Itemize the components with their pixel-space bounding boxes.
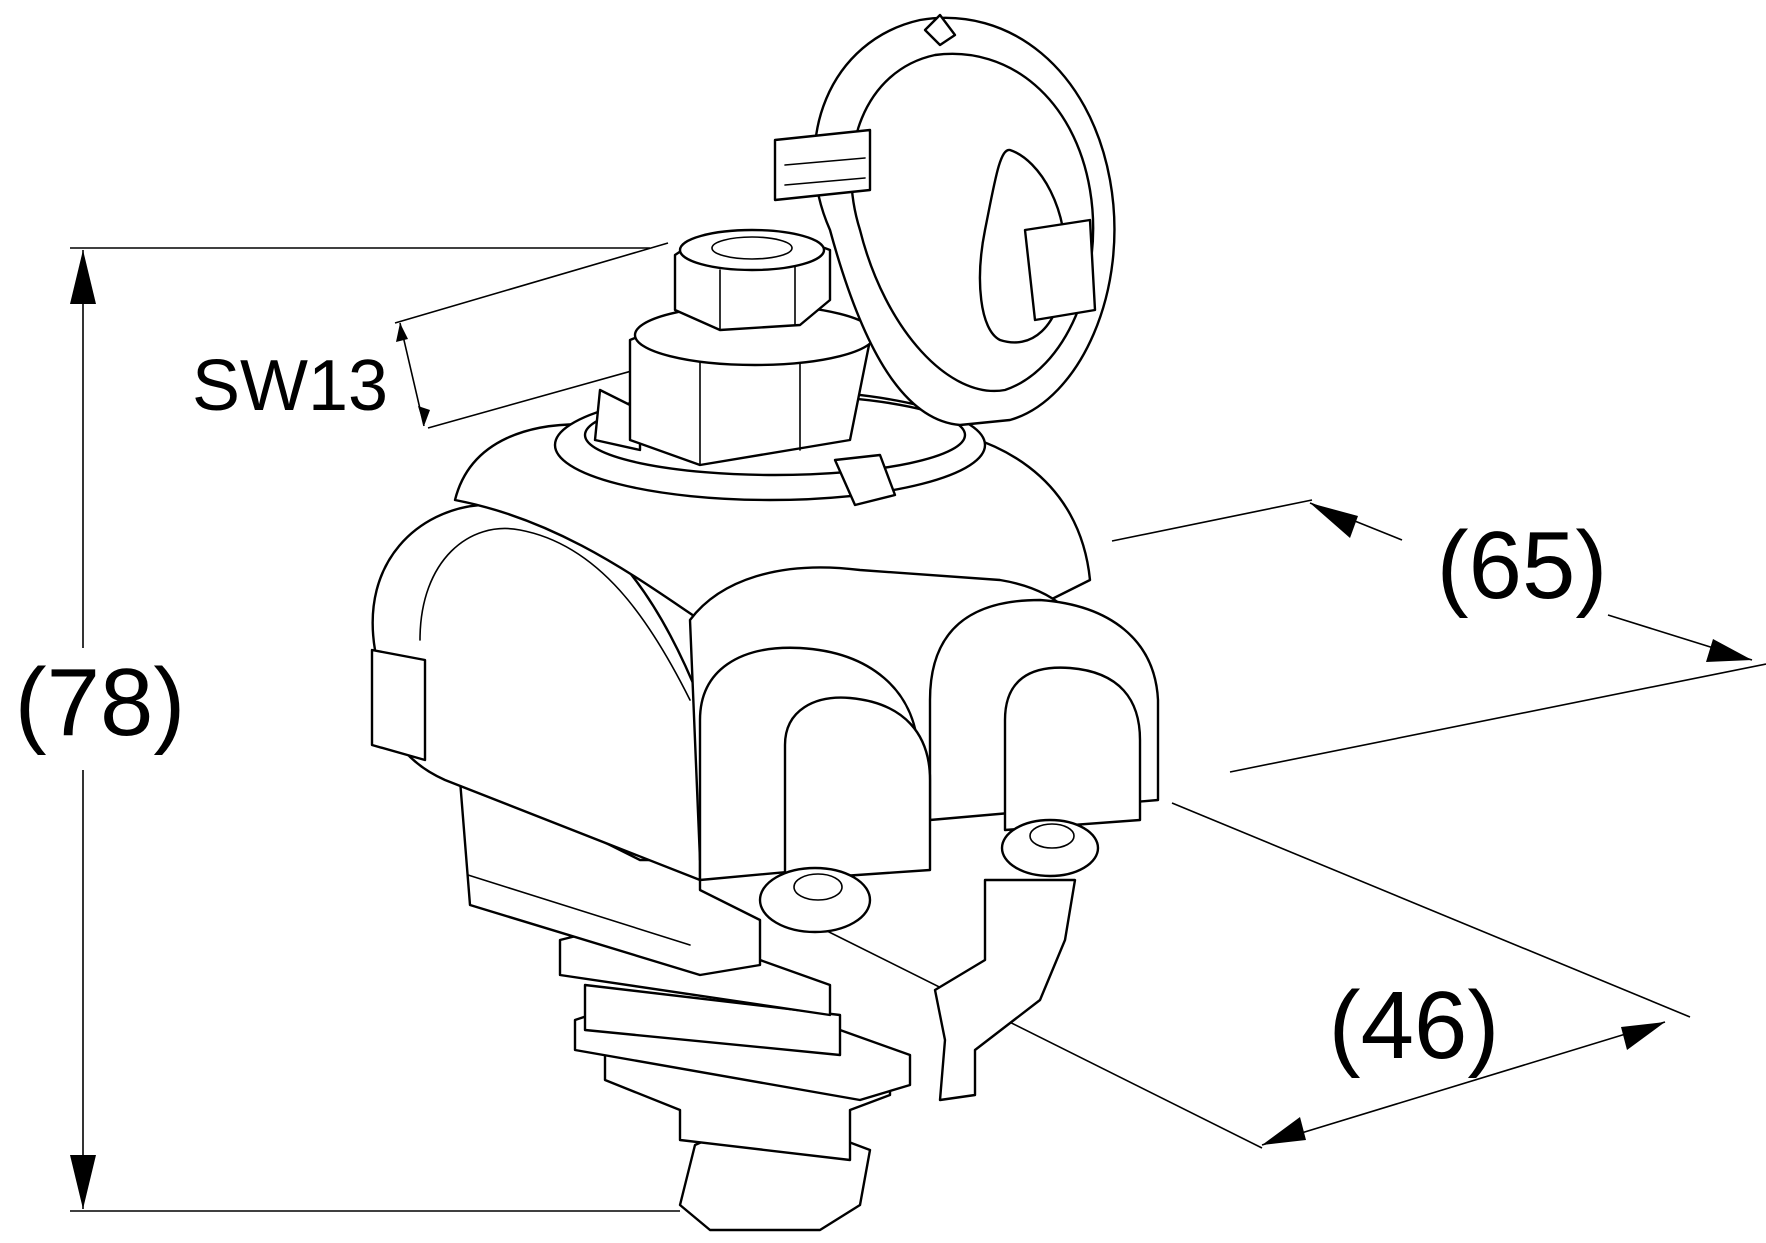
- cap-hinge-slot-2: [784, 177, 866, 186]
- depth-dimension: (65): [1111, 499, 1766, 773]
- wrench-extension-line-top: [394, 242, 669, 324]
- cap-hinge-tab: [773, 128, 872, 202]
- hinged-cap: [773, 13, 1116, 427]
- right-bracket: [933, 878, 1077, 1102]
- cable-port-right: [928, 598, 1160, 878]
- depth-arrow-top: [1310, 503, 1358, 538]
- width-dimension-line: [1261, 1021, 1666, 1146]
- depth-arrow-bottom: [1706, 639, 1752, 662]
- width-arrow-right: [1621, 1022, 1665, 1050]
- height-arrow-top: [70, 250, 96, 304]
- cap-hinge-slot-1: [784, 157, 866, 166]
- shear-head-nut: [628, 228, 877, 467]
- width-label: (46): [1329, 972, 1500, 1079]
- wrench-arrow-bottom: [418, 406, 430, 426]
- left-lobe-contour: [419, 527, 691, 701]
- left-lobe-edge: [370, 648, 427, 762]
- width-dimension: (46): [814, 802, 1691, 1149]
- nut-top-bore: [711, 236, 793, 260]
- width-extension-line-right: [1171, 802, 1691, 1018]
- housing-lower-seam: [467, 874, 691, 946]
- collar-tab-left: [593, 388, 642, 452]
- height-label: (78): [15, 649, 186, 756]
- lower-clamp: [558, 928, 912, 1232]
- wrench-size-dimension: SW13: [192, 242, 761, 429]
- height-arrow-bottom: [70, 1155, 96, 1209]
- collar-tab-right: [833, 453, 897, 507]
- cap-latch-block: [1023, 218, 1097, 322]
- port-left-seal: [783, 696, 932, 882]
- port-right-seal: [1003, 666, 1142, 832]
- height-dimension: (78): [15, 247, 680, 1212]
- port-right-bore: [1029, 823, 1075, 849]
- cap-top-notch: [923, 13, 957, 47]
- width-extension-line-left: [814, 924, 1263, 1149]
- width-arrow-left: [1262, 1117, 1306, 1145]
- depth-extension-line-bottom: [1229, 663, 1766, 773]
- depth-extension-line-top: [1111, 499, 1313, 542]
- cable-port-left: [698, 646, 932, 934]
- nut-top-face: [678, 228, 826, 272]
- depth-label: (65): [1437, 512, 1608, 619]
- port-left-bore: [793, 873, 843, 901]
- wrench-size-label: SW13: [192, 346, 388, 426]
- insulation-piercing-connector: [370, 13, 1160, 1232]
- wrench-arrow-top: [396, 323, 408, 342]
